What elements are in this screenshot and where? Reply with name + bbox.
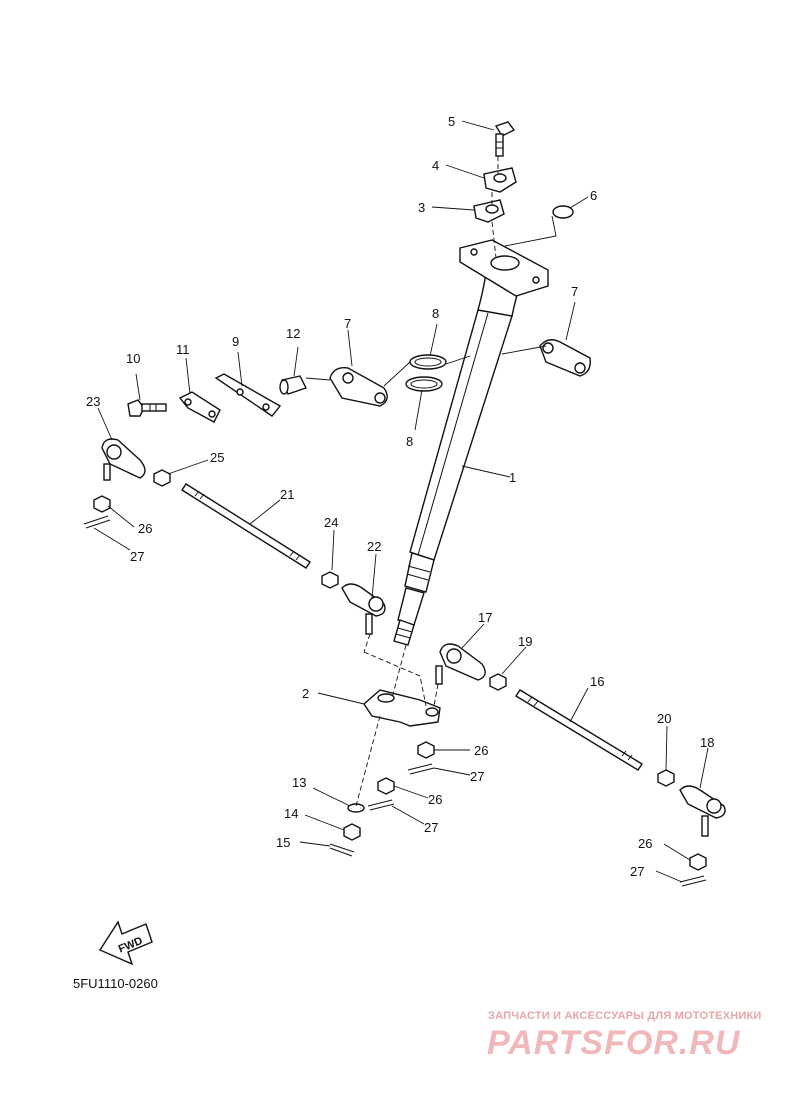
callout-7-left: 7: [344, 316, 351, 331]
cotter-27-right: [679, 875, 707, 887]
nut-26-center-lower: [377, 777, 395, 795]
tie-rod-21: [181, 483, 311, 569]
callout-9: 9: [232, 334, 239, 349]
callout-26-left: 26: [138, 521, 152, 536]
nut-26-center-upper: [417, 741, 435, 759]
callout-16: 16: [590, 674, 604, 689]
callout-27-center-upper: 27: [470, 769, 484, 784]
callout-6: 6: [590, 188, 597, 203]
nut-25: [153, 469, 171, 487]
tie-rod-16: [515, 689, 643, 771]
handlebar-holder-lower: [473, 199, 505, 223]
callout-12: 12: [286, 326, 300, 341]
callout-17: 17: [478, 610, 492, 625]
circlip-8-lower: [405, 376, 443, 392]
cap-6: [552, 205, 574, 219]
nut-14: [343, 823, 361, 841]
circlip-8-upper: [409, 354, 447, 370]
cotter-27-center-upper: [407, 763, 435, 775]
callout-26-center-upper: 26: [474, 743, 488, 758]
nut-19: [489, 673, 507, 691]
callout-5: 5: [448, 114, 455, 129]
callout-22: 22: [367, 539, 381, 554]
watermark-logo: PARTSFOR.RU: [487, 1024, 741, 1062]
callout-10: 10: [126, 351, 140, 366]
watermark-tagline: ЗАПЧАСТИ И АКСЕССУАРЫ ДЛЯ МОТОТЕХНИКИ: [488, 1010, 762, 1022]
callout-4: 4: [432, 158, 439, 173]
pitman-arm-2: [363, 689, 441, 727]
callout-19: 19: [518, 634, 532, 649]
alignment-lines: [355, 156, 499, 807]
callout-13: 13: [292, 775, 306, 790]
holder-7-right: [539, 339, 591, 377]
callout-8-lower: 8: [406, 434, 413, 449]
tie-rod-end-18: [679, 785, 726, 837]
callout-11: 11: [176, 342, 190, 357]
washer-13: [347, 803, 365, 813]
callout-2: 2: [302, 686, 309, 701]
nut-24: [321, 571, 339, 589]
callout-20: 20: [657, 711, 671, 726]
callout-15: 15: [276, 835, 290, 850]
leader-lines: [93, 120, 709, 883]
nut-20: [657, 769, 675, 787]
callout-27-right: 27: [630, 864, 644, 879]
collar-12: [279, 375, 307, 395]
reference-code: 5FU1110-0260: [73, 976, 158, 991]
steering-column: [393, 239, 549, 646]
callout-14: 14: [284, 806, 298, 821]
tie-rod-end-17: [435, 643, 486, 685]
bolt-10: [127, 399, 167, 417]
callout-18: 18: [700, 735, 714, 750]
callout-7-right: 7: [571, 284, 578, 299]
cotter-27-left: [83, 515, 111, 529]
callout-27-center-lower: 27: [424, 820, 438, 835]
handlebar-holder-upper: [483, 167, 517, 193]
callout-1: 1: [509, 470, 516, 485]
callout-labels: 5 4 3 6 7 8 7 12 9 11 10 23 8 25 1 21 24…: [86, 114, 714, 879]
cotter-27-center-lower: [367, 799, 395, 811]
callout-24: 24: [324, 515, 338, 530]
tie-rod-end-22: [341, 583, 386, 635]
cotter-15: [329, 843, 355, 857]
callout-27-left: 27: [130, 549, 144, 564]
nut-26-left: [93, 495, 111, 513]
nut-26-right: [689, 853, 707, 871]
lock-washer-11: [178, 391, 221, 423]
callout-3: 3: [418, 200, 425, 215]
holder-7-left: [329, 367, 388, 407]
plate-9: [214, 373, 282, 417]
callout-25: 25: [210, 450, 224, 465]
callout-23: 23: [86, 394, 100, 409]
callout-26-right: 26: [638, 836, 652, 851]
callout-21: 21: [280, 487, 294, 502]
callout-26-center-lower: 26: [428, 792, 442, 807]
bolt-5: [494, 121, 516, 157]
fwd-arrow: FWD: [98, 920, 153, 966]
callout-8-upper: 8: [432, 306, 439, 321]
tie-rod-end-23: [101, 438, 146, 481]
